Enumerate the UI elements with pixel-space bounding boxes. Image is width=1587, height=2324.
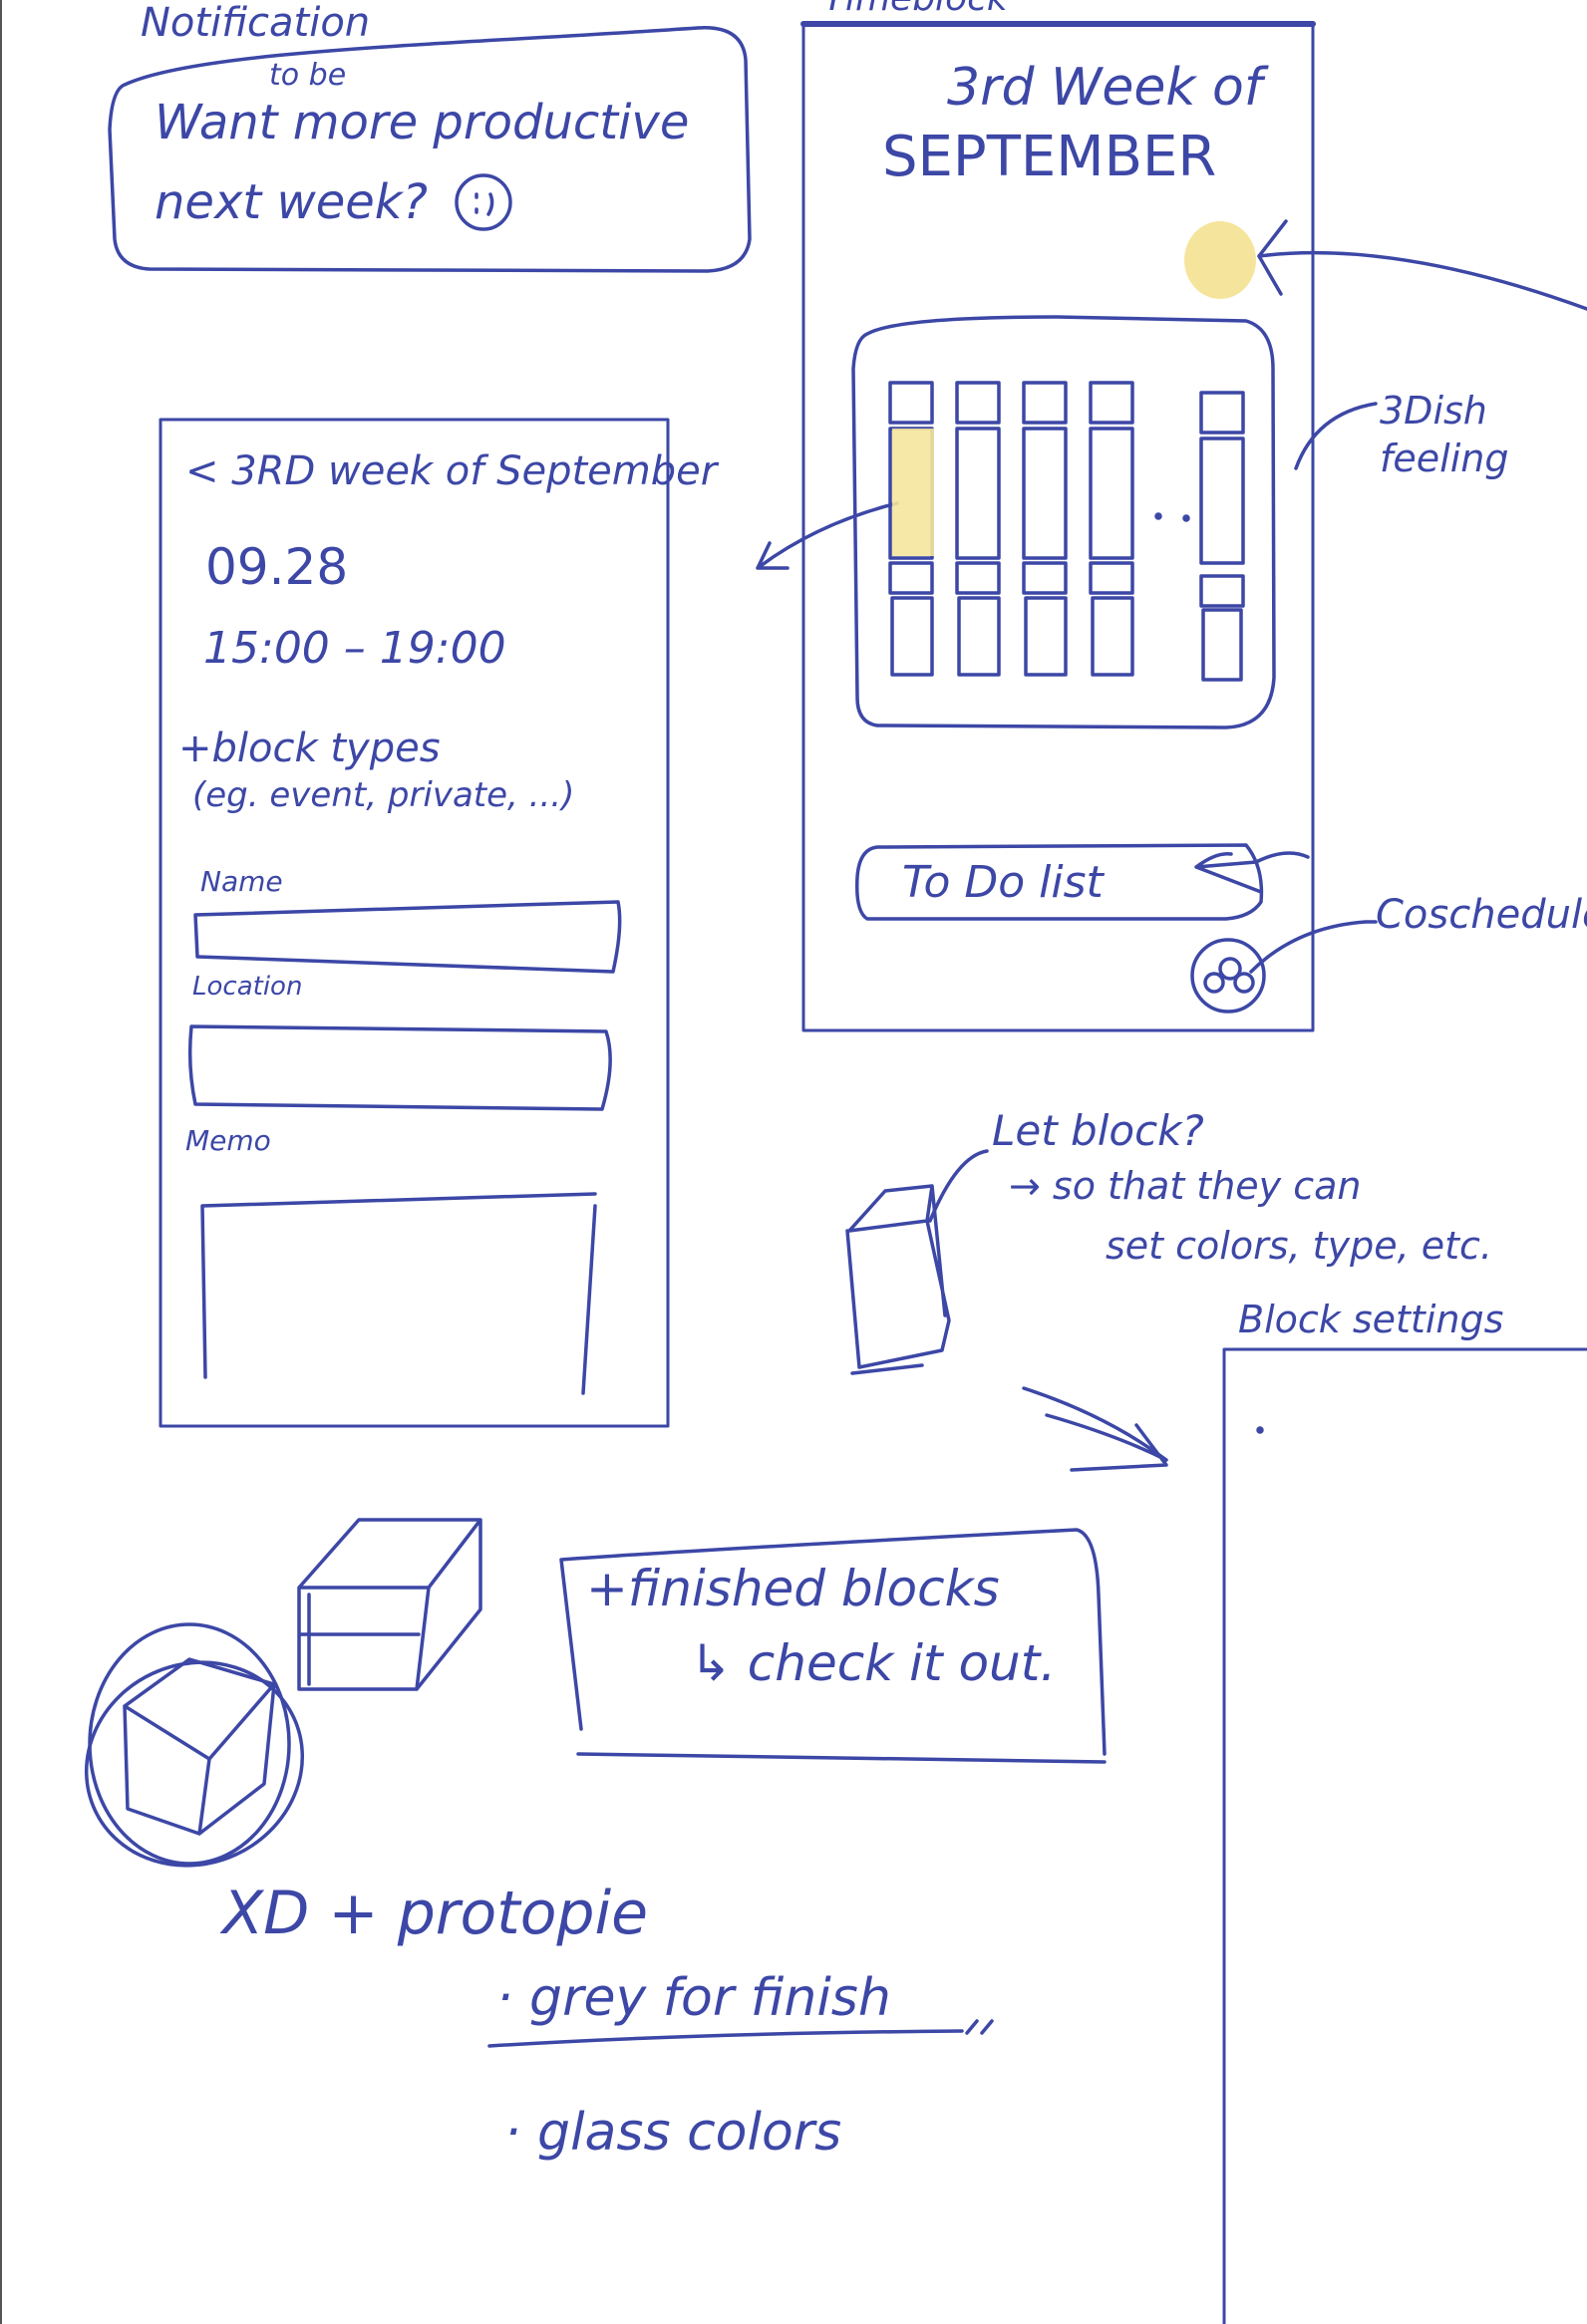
location-field [187,1024,612,1111]
detail-header-back[interactable]: < 3RD week of September [185,448,718,494]
block-settings-label: Block settings [1238,1298,1504,1341]
notes-title: XD + protopie [222,1879,649,1948]
selected-block-highlight [892,429,934,556]
block-3d-sketch [845,1184,951,1375]
block-types-example: (eg. event, private, ...) [192,775,575,815]
detail-date: 09.28 [205,538,349,596]
block-settings-panel [1222,1347,1587,2324]
blocks-container [851,315,1276,729]
timeblock-label: Timeblock [823,0,1008,19]
memo-field [200,1192,597,1395]
memo-label: Memo [185,1124,271,1157]
notification-label: Notification [141,0,371,46]
block-columns [888,381,1245,682]
let-block-line2: → so that they can [1009,1164,1362,1208]
let-block-line3: set colors, type, etc. [1106,1224,1492,1268]
name-label: Name [200,865,283,898]
notes-item-grey: · grey for finish [496,1968,891,2028]
todo-list-button[interactable]: To Do list [902,857,1104,908]
notification-line1: Want more productive [155,95,690,150]
notification-insert: to be [269,58,347,93]
cube-sketches [84,1518,482,1868]
canvas-edge [0,0,2,2324]
annotation-coschedule: Coschedule [1376,892,1587,938]
timeblock-title-line2: SEPTEMBER [882,125,1217,189]
let-block-line1: Let block? [992,1106,1204,1155]
timeblock-title-line1: 3rd Week of [947,58,1263,118]
finished-blocks-box [559,1528,1107,1764]
name-field [193,900,622,974]
down-arrow [1022,1386,1168,1472]
finished-line2: ↳ check it out. [690,1634,1057,1692]
annotation-3dish: 3Dish feeling [1380,389,1509,480]
todo-pill [854,843,1264,921]
notification-line2: next week? [155,174,429,230]
notification-box [108,26,752,273]
detail-time: 15:00 – 19:00 [203,623,506,674]
coschedule-button [1190,938,1266,1014]
todo-arrow [1194,851,1310,894]
block-types-label[interactable]: +block types [178,726,441,771]
detail-phone-frame [159,418,670,1428]
notes-item-glass: · glass colors [504,2103,842,2163]
finished-line1: +finished blocks [586,1560,1000,1617]
location-label: Location [192,972,303,1002]
reminder-sun [1184,221,1256,299]
smiley-icon [455,173,512,231]
